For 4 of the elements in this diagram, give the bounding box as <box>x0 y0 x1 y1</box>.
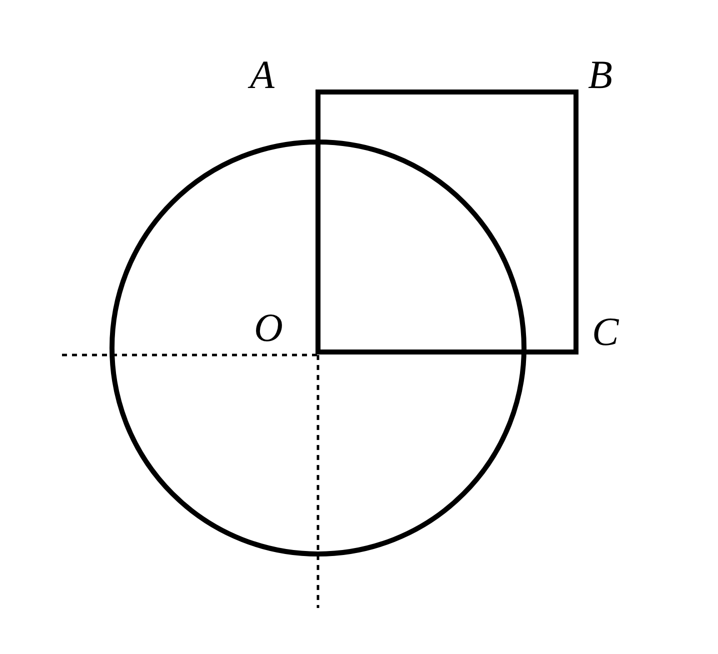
point-label: A <box>250 55 274 95</box>
point-label: O <box>254 308 283 348</box>
point-label: C <box>592 312 619 352</box>
point-label: B <box>588 55 612 95</box>
